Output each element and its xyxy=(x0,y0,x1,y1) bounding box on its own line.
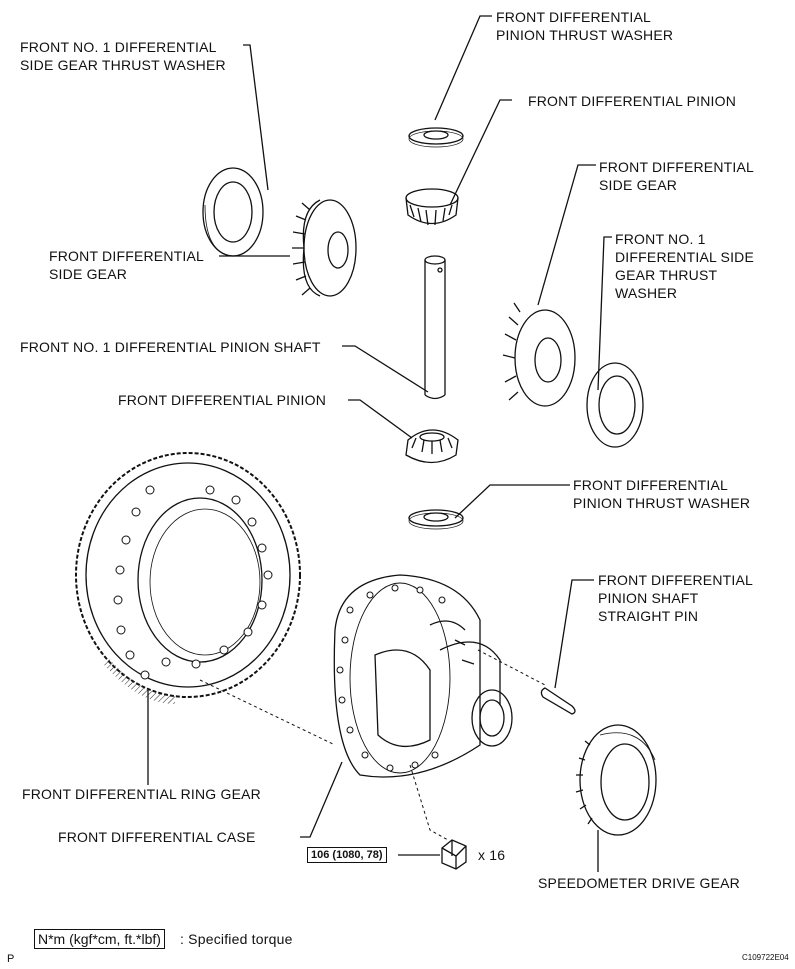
assembly-dashed-lines xyxy=(199,649,546,841)
label-straight-pin: FRONT DIFFERENTIAL PINION SHAFT STRAIGHT… xyxy=(598,572,754,624)
corner-letter: P xyxy=(7,953,15,965)
pinion-top-part xyxy=(405,188,459,226)
side-gear-left-part xyxy=(292,199,357,297)
label-speedometer-drive-gear: SPEEDOMETER DRIVE GEAR xyxy=(538,875,740,891)
label-differential-case: FRONT DIFFERENTIAL CASE xyxy=(58,829,256,845)
figure-id: C109722E04 xyxy=(742,953,789,962)
bolt-part xyxy=(441,839,467,870)
bolt-quantity: x 16 xyxy=(478,847,506,863)
legend-unit-box: N*m (kgf*cm, ft.*lbf) xyxy=(34,929,165,949)
label-side-gear-thrust-washer-left: FRONT NO. 1 DIFFERENTIAL SIDE GEAR THRUS… xyxy=(20,39,226,73)
leader-lines xyxy=(147,15,612,872)
side-gear-thrust-washer-right-part xyxy=(586,362,644,448)
label-pinion-top: FRONT DIFFERENTIAL PINION xyxy=(528,93,737,109)
speedometer-drive-gear-part xyxy=(575,724,657,836)
pinion-shaft-part xyxy=(424,255,446,400)
torque-spec-box: 106 (1080, 78) xyxy=(307,847,387,863)
label-side-gear-left: FRONT DIFFERENTIAL SIDE GEAR xyxy=(49,248,205,282)
label-pinion-bottom: FRONT DIFFERENTIAL PINION xyxy=(118,392,327,408)
differential-case-part xyxy=(333,574,513,778)
label-ring-gear: FRONT DIFFERENTIAL RING GEAR xyxy=(22,786,261,802)
label-pinion-thrust-washer-bottom: FRONT DIFFERENTIAL PINION THRUST WASHER xyxy=(573,477,751,511)
label-side-gear-thrust-washer-right: FRONT NO. 1 DIFFERENTIAL SIDE GEAR THRUS… xyxy=(615,231,755,301)
side-gear-right-part xyxy=(502,302,576,407)
pinion-thrust-washer-bottom-part xyxy=(408,509,464,530)
pinion-thrust-washer-top-part xyxy=(408,127,464,148)
bolt-holes xyxy=(113,485,446,772)
label-pinion-thrust-washer-top: FRONT DIFFERENTIAL PINION THRUST WASHER xyxy=(496,9,674,43)
straight-pin-part xyxy=(540,687,576,715)
side-gear-thrust-washer-left-part xyxy=(202,167,264,257)
label-pinion-shaft: FRONT NO. 1 DIFFERENTIAL PINION SHAFT xyxy=(20,339,321,355)
label-side-gear-right: FRONT DIFFERENTIAL SIDE GEAR xyxy=(599,159,755,193)
legend-text: : Specified torque xyxy=(180,931,293,947)
pinion-bottom-part xyxy=(405,429,459,464)
